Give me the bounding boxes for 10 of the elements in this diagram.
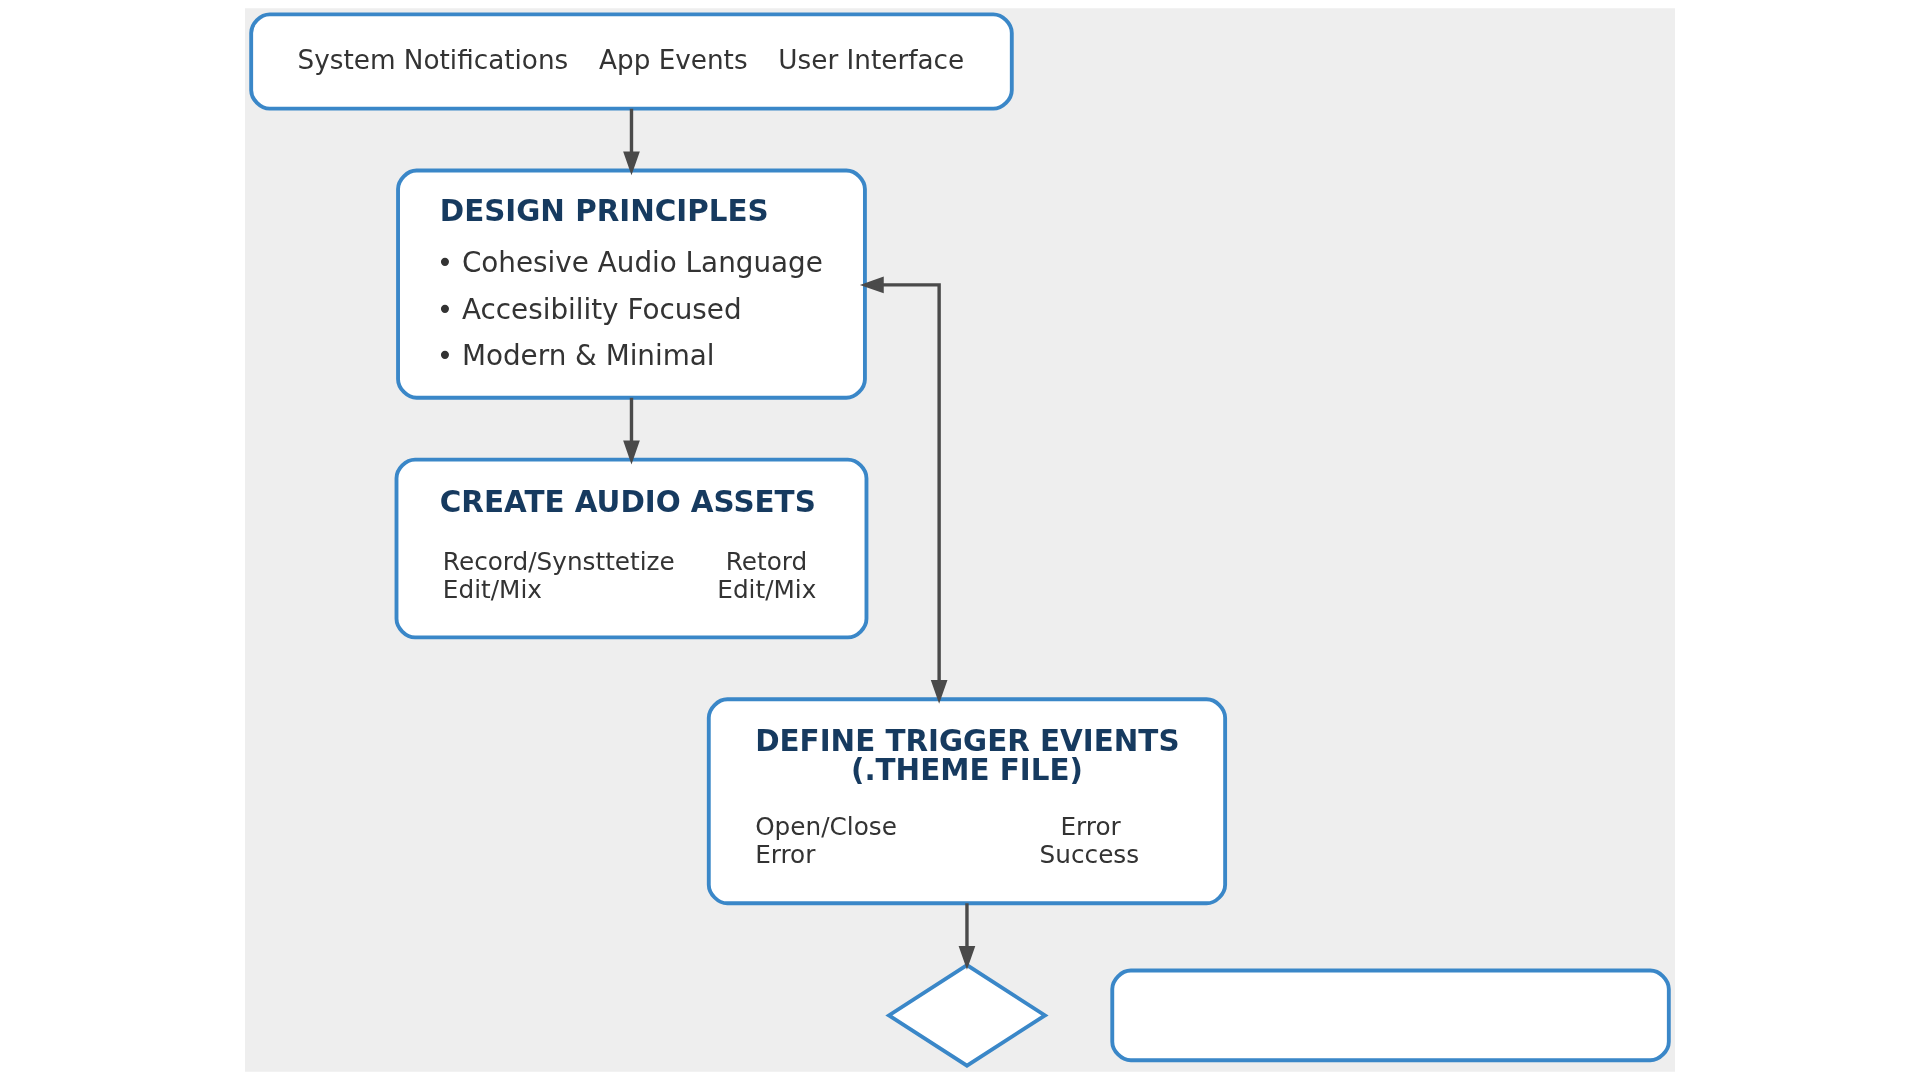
arrow xyxy=(623,397,640,465)
arrow xyxy=(859,276,948,704)
node-diamond xyxy=(885,962,1049,1068)
node-box: DESIGN PRINCIPLES • Cohesive Audio Language • Accesibility Focused • Modern & Minimal xyxy=(396,168,867,400)
node-box xyxy=(1110,968,1671,1063)
node-box: DEFINE TRIGGER EVIENTS (.THEME FILE) Open/Close Error Error Success xyxy=(706,697,1228,906)
node-box: System Notifications App Events User Interface xyxy=(249,12,1014,111)
node-box: CREATE AUDIO ASSETS Record/Synsttetize Edit/Mix Retord Edit/Mix xyxy=(394,457,869,640)
arrow xyxy=(623,108,640,176)
arrow xyxy=(958,903,976,970)
